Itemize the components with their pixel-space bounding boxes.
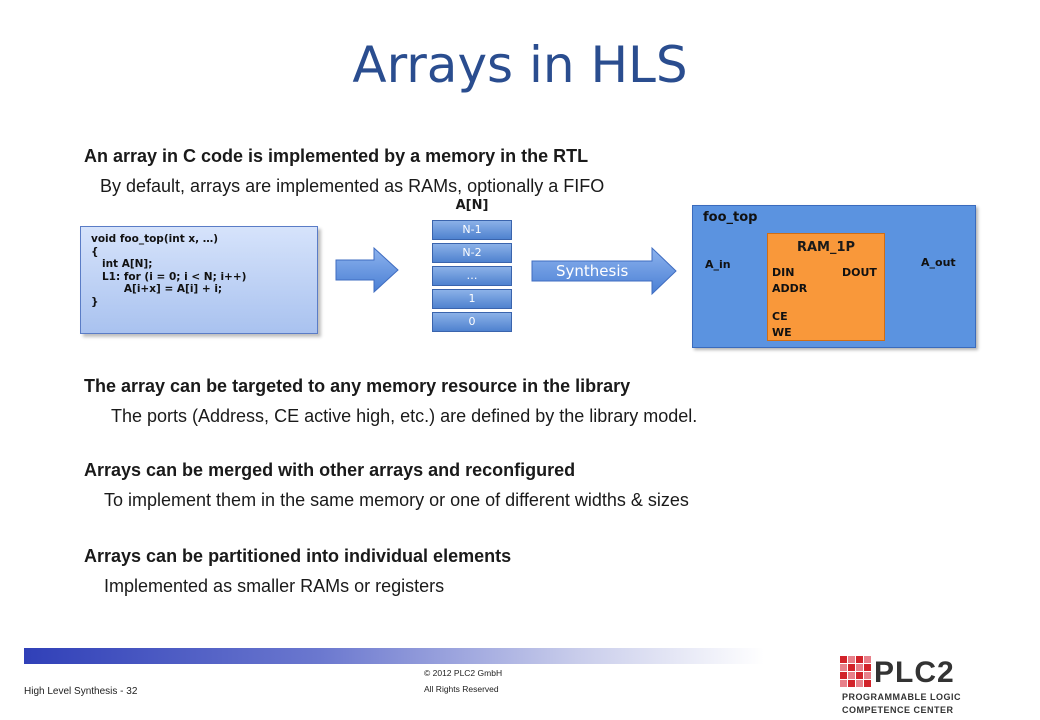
array-cell: N-1 (432, 220, 512, 240)
foo-top-module: foo_top RAM_1P DIN ADDR CE WE DOUT A_in … (692, 205, 976, 348)
ram-block: RAM_1P DIN ADDR CE WE DOUT (767, 233, 885, 341)
bullet-1-sub: By default, arrays are implemented as RA… (100, 176, 605, 196)
code-snippet: void foo_top(int x, …) { int A[N]; L1: f… (80, 226, 318, 334)
synthesis-arrow-icon (531, 246, 677, 296)
signal-input: A_in (705, 258, 731, 271)
code-line: void foo_top(int x, …) (91, 233, 219, 245)
code-line: int A[N]; (91, 258, 153, 270)
synthesis-label: Synthesis (556, 262, 629, 280)
bullet-1: An array in C code is implemented by a m… (84, 146, 589, 166)
bullet-2: The array can be targeted to any memory … (84, 376, 631, 396)
array-cell: 0 (432, 312, 512, 332)
array-cell: 1 (432, 289, 512, 309)
footer-copyright: © 2012 PLC2 GmbH (424, 668, 503, 678)
port-addr: ADDR (772, 282, 808, 295)
logo-line-2: COMPETENCE CENTER (842, 705, 954, 715)
footer-page-label: High Level Synthesis - 32 (24, 686, 138, 697)
bullet-2-sub: The ports (Address, CE active high, etc.… (111, 406, 698, 426)
signal-output: A_out (921, 256, 956, 269)
code-line: } (91, 295, 99, 308)
logo-line-1: PROGRAMMABLE LOGIC (842, 692, 961, 702)
array-cell: N-2 (432, 243, 512, 263)
port-ce: CE (772, 310, 788, 323)
slide-title: Arrays in HLS (352, 36, 688, 94)
array-label: A[N] (455, 198, 489, 213)
code-line: L1: for (i = 0; i < N; i++) (91, 270, 247, 283)
port-din: DIN (772, 266, 795, 279)
port-we: WE (772, 326, 792, 339)
logo-text: PLC2 (874, 656, 955, 689)
bullet-3: Arrays can be merged with other arrays a… (84, 460, 576, 480)
module-label: foo_top (703, 210, 758, 225)
bullet-3-sub: To implement them in the same memory or … (104, 490, 689, 510)
bullet-4-sub: Implemented as smaller RAMs or registers (104, 576, 445, 596)
footer-bar (24, 648, 764, 664)
ram-label: RAM_1P (796, 240, 856, 255)
bullet-4: Arrays can be partitioned into individua… (84, 546, 512, 566)
footer-rights: All Rights Reserved (424, 684, 499, 694)
code-line: A[i+x] = A[i] + i; (91, 283, 223, 295)
array-cell: … (432, 266, 512, 286)
right-arrow-icon (335, 246, 399, 294)
plc2-logo-icon (840, 656, 871, 687)
port-dout: DOUT (842, 266, 877, 279)
code-line: { (91, 245, 99, 258)
